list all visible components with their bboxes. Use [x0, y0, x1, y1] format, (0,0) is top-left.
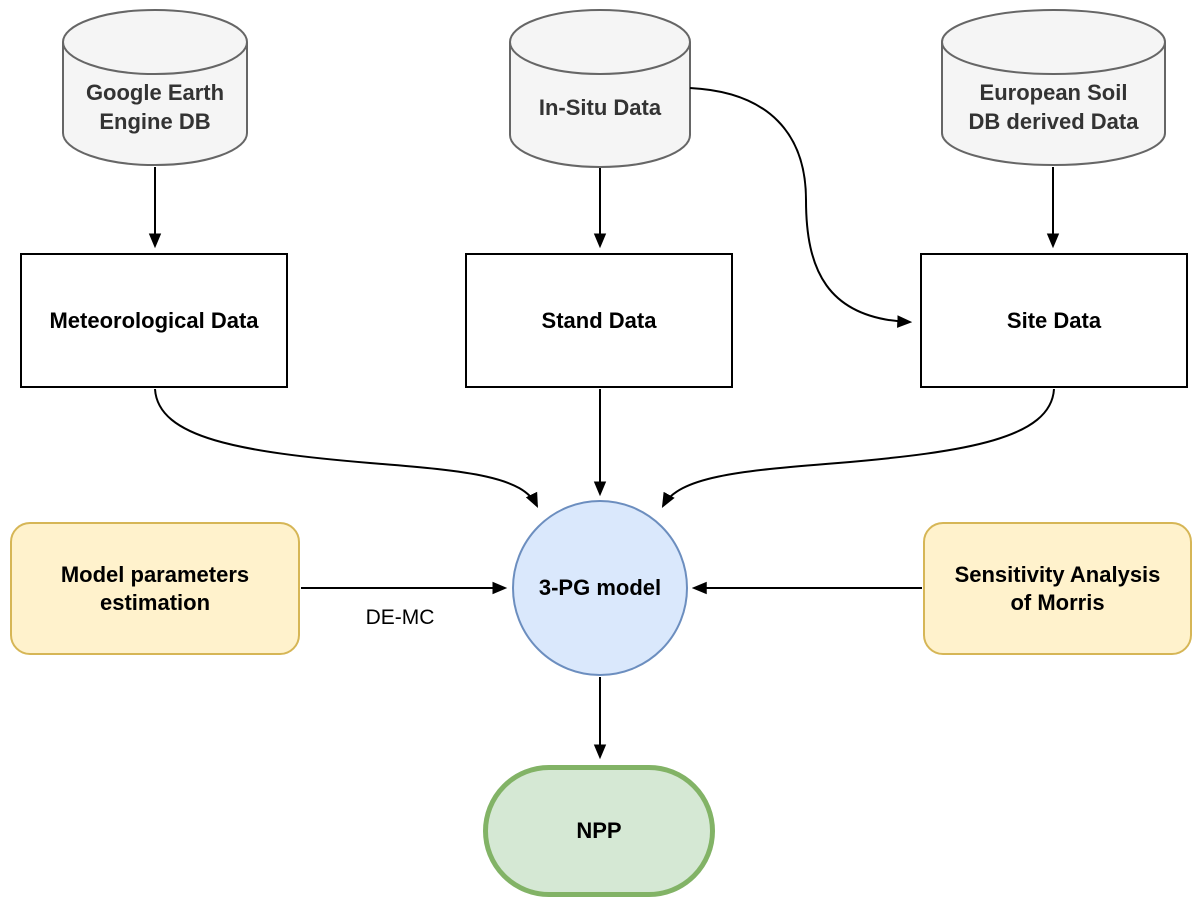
node-3pg-model: 3-PG model: [512, 500, 688, 676]
label-line: DB derived Data: [968, 109, 1139, 134]
node-npp: NPP: [483, 765, 715, 897]
node-label: 3-PG model: [538, 575, 662, 601]
label-line: In-Situ Data: [538, 94, 662, 120]
node-label-gee-db: Google Earth Engine DB: [63, 62, 247, 154]
label-line: Google Earth: [85, 80, 225, 106]
node-site-data: Site Data: [920, 253, 1188, 388]
node-label: estimation: [99, 589, 211, 615]
database-cylinder-google-earth-engine: [62, 9, 248, 166]
label-line: Engine DB: [99, 109, 211, 134]
edge-label-de-mc: DE-MC: [365, 606, 435, 629]
node-model-parameters-estimation: Model parameters estimation: [10, 522, 300, 655]
label-line: European Soil: [979, 80, 1128, 106]
node-label: NPP: [576, 818, 622, 844]
database-cylinder-in-situ: [509, 9, 691, 168]
edge-insitu-db-to-site: [689, 87, 913, 328]
node-label: Model parameters: [60, 562, 250, 587]
node-sensitivity-analysis: Sensitivity Analysis of Morris: [923, 522, 1192, 655]
node-stand-data: Stand Data: [465, 253, 733, 388]
edge-meteorological-to-model: [154, 388, 538, 509]
node-label: Site Data: [1006, 307, 1102, 333]
node-label: Sensitivity Analysis: [954, 562, 1161, 587]
edge-site-to-model: [661, 388, 1055, 508]
database-cylinder-european-soil: [941, 9, 1166, 166]
node-label-soil-db: European Soil DB derived Data: [942, 62, 1165, 154]
node-label: Stand Data: [541, 307, 657, 333]
node-meteorological-data: Meteorological Data: [20, 253, 288, 388]
node-label-insitu-db: In-Situ Data: [510, 62, 690, 154]
node-label: Meteorological Data: [49, 307, 259, 333]
node-label: of Morris: [1010, 589, 1105, 615]
